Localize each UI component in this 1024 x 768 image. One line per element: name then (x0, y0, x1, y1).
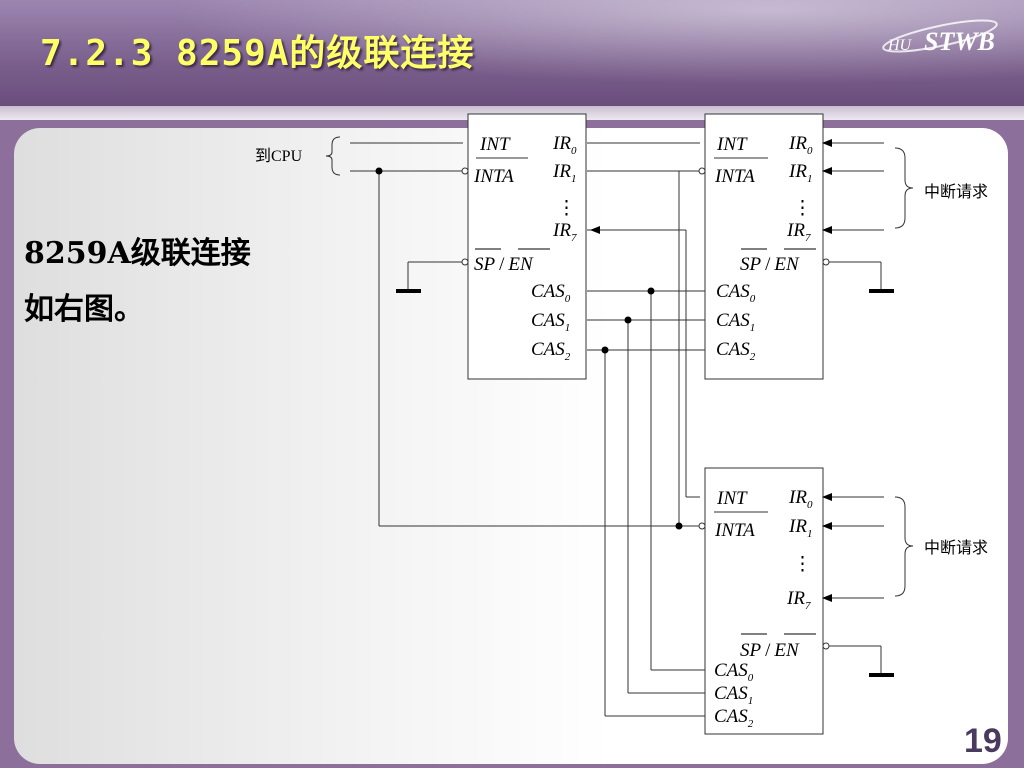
svg-text:CAS1: CAS1 (716, 310, 755, 334)
svg-text:INTA: INTA (714, 166, 755, 187)
svg-text:INTA: INTA (473, 166, 514, 187)
svg-text:INTA: INTA (714, 520, 755, 541)
svg-text:CAS0: CAS0 (714, 660, 754, 684)
svg-text:IR7: IR7 (786, 588, 811, 612)
svg-text:CAS1: CAS1 (531, 310, 570, 334)
irq-label-slave-2: 中断请求 (924, 539, 988, 557)
svg-text:CAS1: CAS1 (714, 683, 753, 707)
hu-stwb-logo: HU STWB (882, 19, 998, 56)
svg-text:INT: INT (479, 134, 511, 155)
svg-text:SP/EN: SP/EN (740, 640, 800, 661)
svg-text:IR0: IR0 (552, 133, 577, 157)
svg-text:SP/EN: SP/EN (474, 254, 534, 275)
svg-text:CAS0: CAS0 (531, 281, 571, 305)
svg-text:⋮: ⋮ (793, 198, 812, 219)
body-line-2: 如右图。 (24, 292, 144, 327)
svg-text:INT: INT (716, 134, 748, 155)
svg-text:INT: INT (716, 488, 748, 509)
to-cpu-label: 到CPU (255, 147, 303, 165)
svg-text:HU: HU (887, 37, 913, 54)
header-shine (0, 0, 1024, 106)
svg-text:SP/EN: SP/EN (740, 254, 800, 275)
svg-text:IR7: IR7 (552, 220, 577, 244)
svg-text:CAS2: CAS2 (716, 339, 756, 363)
svg-text:CAS0: CAS0 (716, 281, 756, 305)
svg-text:CAS2: CAS2 (714, 706, 754, 730)
slide-header (0, 0, 1024, 106)
svg-text:⋮: ⋮ (793, 554, 812, 575)
svg-text:IR1: IR1 (788, 516, 812, 540)
page-number: 19 (964, 722, 1002, 760)
slide-title: 7.2.3 8259A的级联连接 (40, 33, 475, 74)
svg-text:IR0: IR0 (788, 487, 813, 511)
svg-text:STWB: STWB (924, 27, 995, 56)
irq-label-slave-1: 中断请求 (924, 183, 988, 201)
svg-text:IR7: IR7 (786, 220, 811, 244)
svg-text:IR1: IR1 (788, 161, 812, 185)
svg-text:CAS2: CAS2 (531, 339, 571, 363)
svg-text:IR0: IR0 (788, 133, 813, 157)
body-line-1: 8259A级联连接 (24, 236, 251, 271)
svg-text:IR1: IR1 (552, 161, 576, 185)
svg-text:⋮: ⋮ (557, 198, 576, 219)
body-text: 8259A级联连接 如右图。 (24, 226, 251, 338)
